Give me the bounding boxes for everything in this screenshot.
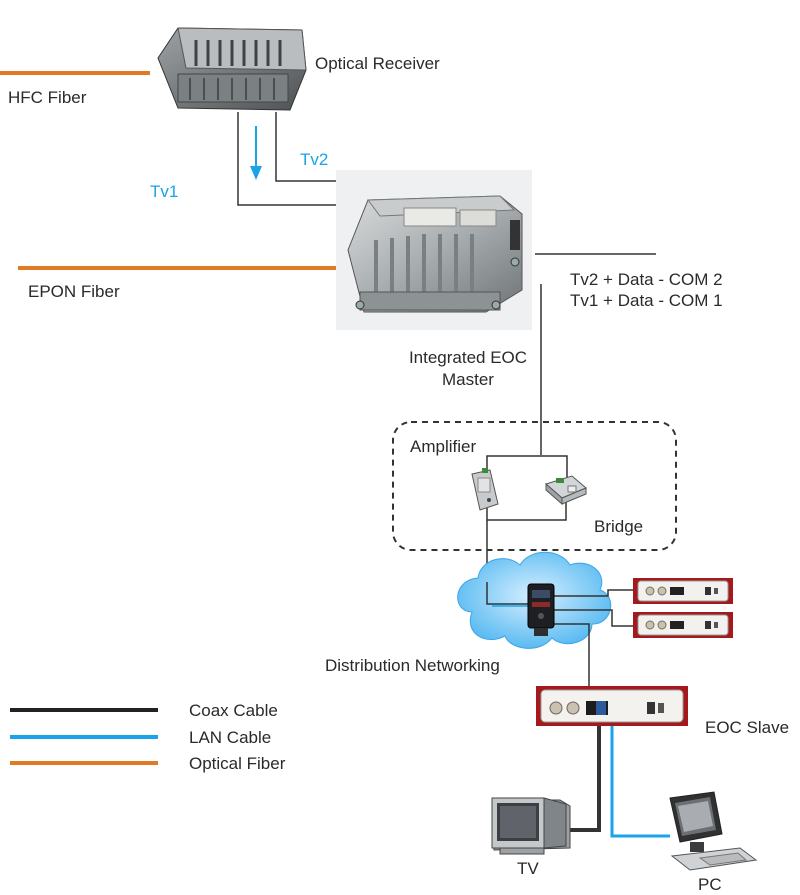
com2-label: Tv2 + Data - COM 2 — [570, 270, 723, 289]
pc-label: PC — [698, 875, 722, 894]
com1-label: Tv1 + Data - COM 1 — [570, 291, 723, 310]
tv1-label: Tv1 — [150, 182, 179, 201]
cloud-coax-in — [486, 582, 528, 605]
hfc-fiber-label: HFC Fiber — [8, 88, 87, 107]
slave-to-tv-line — [570, 726, 601, 832]
epon-fiber-label: EPON Fiber — [28, 282, 120, 301]
eoc-slave-label: EOC Slave — [705, 718, 790, 737]
cloud-coax-slave3 — [552, 623, 590, 686]
legend-coax-label: Coax Cable — [189, 701, 278, 720]
eoc-slave-device-1 — [633, 578, 733, 604]
tv2-coax-line — [275, 112, 336, 182]
eoc-master-label-line2: Master — [442, 370, 494, 389]
legend-fiber-label: Optical Fiber — [189, 754, 286, 773]
eoc-master-label-line1: Integrated EOC — [408, 348, 528, 367]
tv1-coax-line — [237, 112, 336, 206]
tv-label: TV — [517, 859, 539, 878]
eoc-slave-main-device — [536, 686, 688, 726]
amplifier-device — [471, 468, 499, 511]
amplifier-bridge-region — [392, 421, 677, 551]
optical-receiver-label: Optical Receiver — [315, 54, 440, 73]
eoc-slave-device-2 — [633, 612, 733, 638]
amplifier-label: Amplifier — [410, 437, 477, 456]
tv1-arrowhead — [250, 166, 262, 180]
tv-device — [491, 797, 571, 855]
distribution-networking-label: Distribution Networking — [325, 656, 500, 675]
amp-bridge-bottom-line — [486, 500, 567, 521]
tv2-label: Tv2 — [300, 150, 329, 169]
pc-device — [669, 791, 758, 871]
cloud-coax-slave1 — [552, 589, 640, 597]
cloud-coax-slave2 — [552, 609, 640, 627]
bridge-label: Bridge — [594, 517, 644, 536]
eoc-master-device — [336, 170, 532, 330]
distribution-box-device — [527, 583, 555, 636]
legend-lan-label: LAN Cable — [189, 728, 272, 747]
optical-receiver-device — [157, 27, 307, 111]
bridge-device — [544, 475, 587, 506]
slave-to-pc-line — [610, 726, 670, 838]
